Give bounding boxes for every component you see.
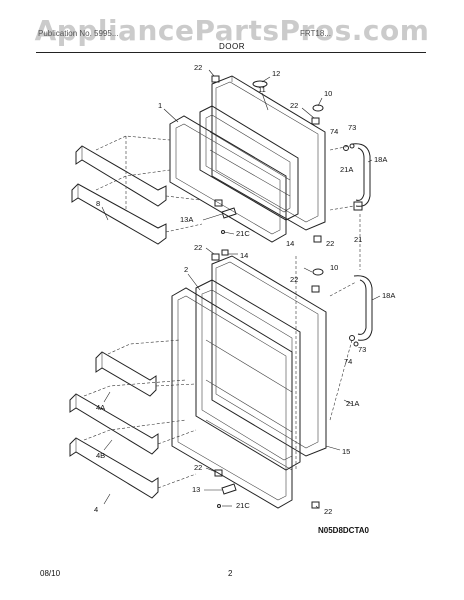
header-publication: Publication No. 5995... [38,29,119,38]
diagram-code: N05D8DCTA0 [318,526,369,535]
callout-22: 22 [194,63,202,72]
freezer-door-gasket [169,115,287,243]
fresh-food-door-outer [211,255,327,457]
callout-22: 22 [194,463,202,472]
callout-21: 21 [354,235,362,244]
callout-21a: 21A [340,165,353,174]
fresh-food-door-bins [69,351,159,499]
callout-1: 1 [158,101,162,110]
freezer-hardware [211,75,355,243]
callout-14: 14 [240,251,248,260]
callout-14: 14 [286,239,294,248]
fresh-food-door-gasket [171,287,293,509]
callout-22: 22 [290,101,298,110]
callout-21a: 21A [346,399,359,408]
callout-10: 10 [330,263,338,272]
callout-15: 15 [342,447,350,456]
callout-13: 13 [192,485,200,494]
callout-22: 22 [324,507,332,516]
callout-10: 10 [324,89,332,98]
callout-74: 74 [344,357,352,366]
footer-date: 08/10 [40,569,61,578]
fresh-food-handle [349,275,373,347]
callout-18a: 18A [374,155,387,164]
header-rule [36,52,426,53]
callout-21c: 21C [236,501,250,510]
callout-4a: 4A [96,403,105,412]
footer-page-number: 2 [228,569,233,578]
callout-73: 73 [348,123,356,132]
callout-74: 74 [330,127,338,136]
leader-lines [101,69,381,509]
callout-21c: 21C [236,229,250,238]
callout-22: 22 [194,243,202,252]
header-model: FRT18... [300,29,331,38]
callout-18a: 18A [382,291,395,300]
callout-labels: 22 12 11 10 22 1 74 73 18A 21A 8 13A 21C… [94,63,395,516]
callout-12: 12 [272,69,280,78]
callout-8: 8 [96,199,100,208]
freezer-handle [351,143,371,211]
fresh-food-hardware [211,249,324,509]
callout-22: 22 [290,275,298,284]
alignment-lines [83,135,361,489]
callout-13a: 13A [180,215,193,224]
callout-4b: 4B [96,451,105,460]
freezer-door-outer [211,75,326,231]
callout-73: 73 [358,345,366,354]
callout-4: 4 [94,505,98,514]
freezer-door-bins [71,145,167,245]
callout-11: 11 [258,85,266,94]
freezer-door-liner [199,105,299,221]
site-watermark: AppliancePartsPros.com [34,14,430,47]
section-title: DOOR [219,42,245,51]
callout-22: 22 [326,239,334,248]
callout-2: 2 [184,265,188,274]
